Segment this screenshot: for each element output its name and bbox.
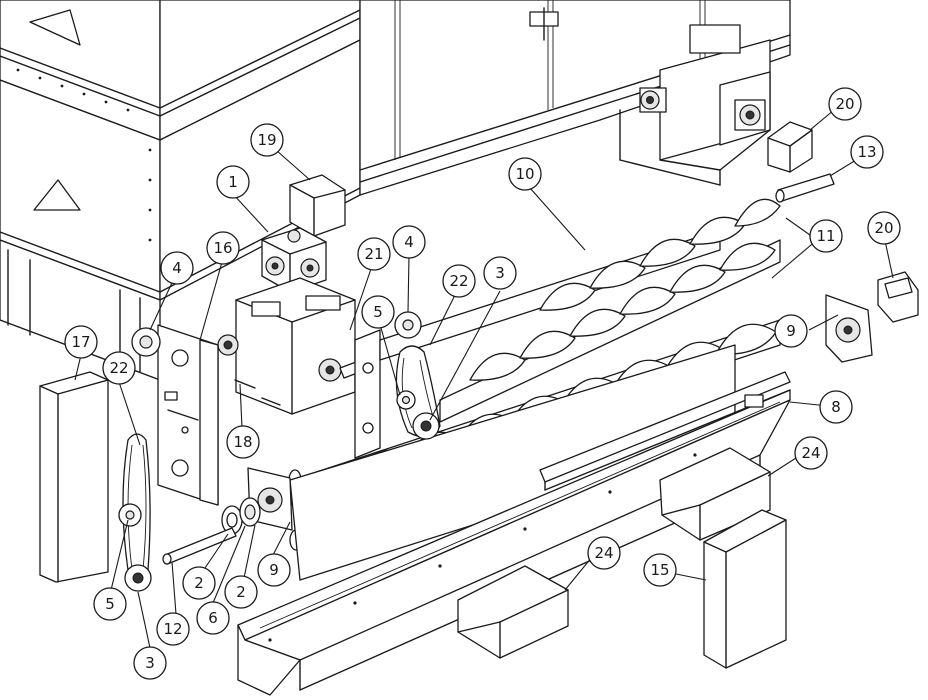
svg-text:1: 1 [228,173,238,191]
part-18-pins [234,379,281,406]
callout-6: 6 [196,601,230,635]
svg-text:8: 8 [831,398,841,416]
svg-text:3: 3 [145,654,155,672]
bearing-shaft-group [162,497,261,565]
svg-text:4: 4 [404,233,414,251]
callout-4a: 4 [160,251,194,285]
left-chain-drive [118,327,161,592]
callout-18: 18 [226,425,260,459]
callout-3a: 3 [483,256,517,290]
svg-text:20: 20 [835,95,854,113]
svg-text:6: 6 [208,609,218,627]
callout-3b: 3 [133,646,167,680]
center-chain-drive [394,311,441,440]
callout-11: 11 [809,219,843,253]
callout-16: 16 [206,231,240,265]
part-19-bracket [289,174,346,237]
callout-5b: 5 [93,587,127,621]
part-9-bearing-plate-right [825,294,873,363]
callout-8: 8 [819,390,853,424]
callout-24b: 24 [587,536,621,570]
svg-text:17: 17 [71,333,90,351]
svg-text:5: 5 [373,303,383,321]
callout-24a: 24 [794,436,828,470]
part-24-cover-lower [457,565,569,659]
callout-2a: 2 [182,566,216,600]
svg-text:22: 22 [449,272,468,290]
svg-text:18: 18 [233,433,252,451]
part-24-cover-upper [659,447,771,541]
callout-9b: 9 [257,553,291,587]
svg-text:10: 10 [515,165,534,183]
part-13-shaft [775,173,835,203]
callout-1: 1 [216,165,250,199]
callout-13: 13 [850,135,884,169]
callout-20a: 20 [828,87,862,121]
svg-text:2: 2 [236,583,246,601]
svg-text:24: 24 [801,444,820,462]
svg-text:3: 3 [495,264,505,282]
callout-10: 10 [508,157,542,191]
callout-19: 19 [250,123,284,157]
svg-text:2: 2 [194,574,204,592]
svg-text:16: 16 [213,239,232,257]
callout-21: 21 [357,237,391,271]
svg-text:21: 21 [364,245,383,263]
svg-text:9: 9 [269,561,279,579]
callout-17: 17 [64,325,98,359]
svg-text:15: 15 [650,561,669,579]
callout-12: 12 [156,612,190,646]
callout-5a: 5 [361,295,395,329]
callout-20b: 20 [867,211,901,245]
callout-2b: 2 [224,575,258,609]
svg-text:5: 5 [105,595,115,613]
svg-text:20: 20 [874,219,893,237]
machine-housing [0,0,791,381]
callout-22b: 22 [102,351,136,385]
auger-flights-upper [469,198,781,381]
part-1-gearbox [261,227,327,293]
part-21-side-plate [354,329,381,459]
svg-text:13: 13 [857,143,876,161]
part-15-cover-panel [703,509,787,669]
svg-text:24: 24 [594,544,613,562]
svg-text:9: 9 [786,322,796,340]
center-gear-housing [217,277,361,415]
part-17-guard-panel [39,371,109,583]
callout-22a: 22 [442,264,476,298]
svg-text:22: 22 [109,359,128,377]
part-16-side-plate [157,324,219,506]
svg-text:12: 12 [163,620,182,638]
callout-9a: 9 [774,314,808,348]
part-8-angle-rail [539,371,791,491]
svg-text:4: 4 [172,259,182,277]
right-gearbox-assembly [619,24,771,186]
svg-text:11: 11 [816,227,835,245]
part-20-guard-right [877,271,919,323]
svg-text:19: 19 [257,131,276,149]
trough-lower-assembly [237,344,791,696]
callout-15: 15 [643,553,677,587]
part-20-box-upper [767,121,813,173]
callout-4b: 4 [392,225,426,259]
